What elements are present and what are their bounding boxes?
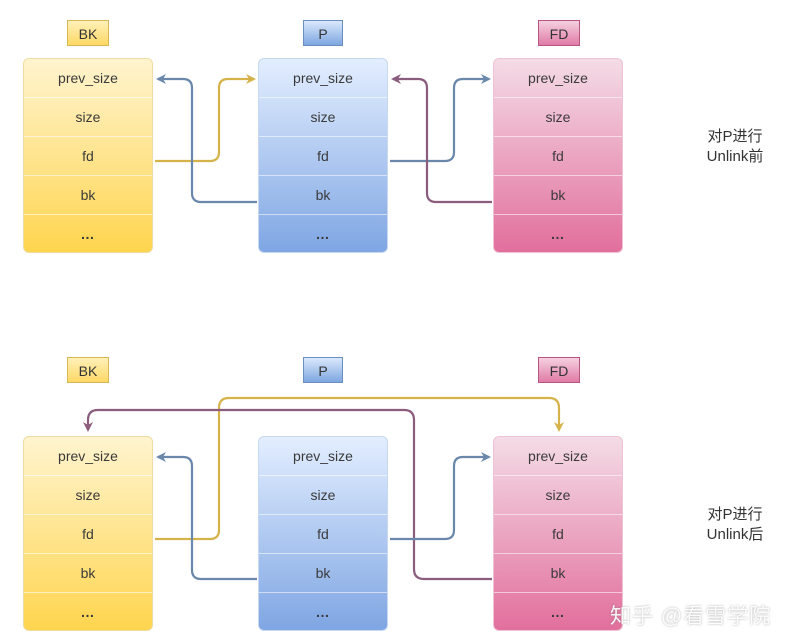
bottom-bk-chunk: prev_size size fd bk … bbox=[23, 436, 153, 631]
field-ellipsis: … bbox=[550, 226, 566, 242]
top-arrow-p-bk-to-bk bbox=[156, 74, 257, 204]
field-bk: bk bbox=[259, 554, 387, 593]
field-size: size bbox=[494, 476, 622, 515]
field-size: size bbox=[494, 98, 622, 137]
field-fd: fd bbox=[24, 515, 152, 554]
bottom-arrow-bk-fd-to-fd bbox=[155, 396, 564, 541]
bottom-p-chunk: prev_size size fd bk … bbox=[258, 436, 388, 631]
top-bk-label: BK bbox=[67, 20, 109, 46]
field-bk: bk bbox=[259, 176, 387, 215]
field-fd: fd bbox=[24, 137, 152, 176]
field-bk: bk bbox=[24, 176, 152, 215]
field-prev-size: prev_size bbox=[24, 59, 152, 98]
bottom-arrow-p-fd-to-fd bbox=[390, 452, 491, 541]
field-ellipsis: … bbox=[315, 226, 331, 242]
bottom-bk-label: BK bbox=[67, 357, 109, 383]
top-fd-label: FD bbox=[538, 20, 580, 46]
field-fd: fd bbox=[259, 137, 387, 176]
field-ellipsis: … bbox=[80, 604, 96, 620]
top-p-chunk: prev_size size fd bk … bbox=[258, 58, 388, 253]
bottom-arrow-fd-bk-to-bk bbox=[83, 408, 492, 581]
top-fd-chunk: prev_size size fd bk … bbox=[493, 58, 623, 253]
bottom-fd-label: FD bbox=[538, 357, 580, 383]
top-bk-chunk: prev_size size fd bk … bbox=[23, 58, 153, 253]
field-size: size bbox=[24, 98, 152, 137]
field-ellipsis: … bbox=[315, 604, 331, 620]
field-fd: fd bbox=[494, 515, 622, 554]
field-size: size bbox=[259, 98, 387, 137]
field-prev-size: prev_size bbox=[259, 59, 387, 98]
watermark: 知乎 @看雪学院 bbox=[610, 605, 772, 628]
field-bk: bk bbox=[494, 554, 622, 593]
field-prev-size: prev_size bbox=[259, 437, 387, 476]
bottom-fd-chunk: prev_size size fd bk … bbox=[493, 436, 623, 631]
top-caption-line1: 对P进行 bbox=[707, 128, 763, 145]
field-size: size bbox=[24, 476, 152, 515]
field-fd: fd bbox=[259, 515, 387, 554]
field-bk: bk bbox=[494, 176, 622, 215]
top-arrow-bk-fd-to-p bbox=[155, 74, 256, 163]
field-prev-size: prev_size bbox=[494, 59, 622, 98]
bottom-caption-line2: Unlink后 bbox=[706, 526, 764, 543]
field-ellipsis: … bbox=[80, 226, 96, 242]
top-arrow-p-fd-to-fd bbox=[390, 74, 491, 163]
field-bk: bk bbox=[24, 554, 152, 593]
field-size: size bbox=[259, 476, 387, 515]
bottom-p-label: P bbox=[303, 357, 343, 383]
field-ellipsis: … bbox=[550, 604, 566, 620]
top-caption: 对P进行 Unlink前 bbox=[690, 127, 780, 167]
top-p-label: P bbox=[303, 20, 343, 46]
top-arrow-fd-bk-to-p bbox=[391, 74, 492, 204]
bottom-caption-line1: 对P进行 bbox=[707, 506, 763, 523]
field-fd: fd bbox=[494, 137, 622, 176]
bottom-caption: 对P进行 Unlink后 bbox=[690, 505, 780, 545]
field-prev-size: prev_size bbox=[494, 437, 622, 476]
top-caption-line2: Unlink前 bbox=[706, 148, 764, 165]
field-prev-size: prev_size bbox=[24, 437, 152, 476]
bottom-arrow-p-bk-to-bk bbox=[156, 452, 257, 581]
